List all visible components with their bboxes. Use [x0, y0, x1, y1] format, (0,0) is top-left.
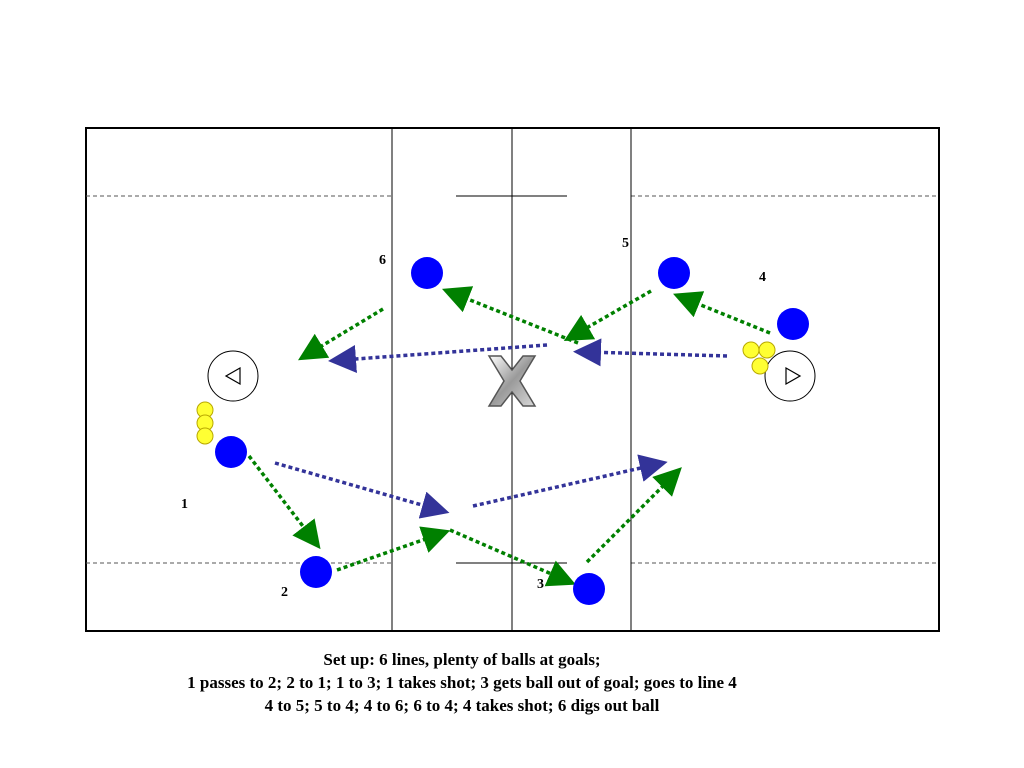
pass-arrow [298, 307, 384, 361]
shot-arrow [573, 338, 728, 367]
caption-line-2: 1 passes to 2; 2 to 1; 1 to 3; 1 takes s… [187, 673, 737, 692]
ball-cluster-right [742, 341, 776, 375]
player-1 [215, 436, 247, 468]
pass-arrow [441, 286, 579, 345]
shot-arrow [472, 454, 668, 508]
pass-arrow [563, 289, 652, 341]
ball [758, 341, 776, 359]
player-label-2: 2 [281, 585, 288, 600]
caption-line-1: Set up: 6 lines, plenty of balls at goal… [323, 650, 601, 669]
pass-arrow [449, 528, 576, 587]
ball [751, 357, 769, 375]
faceoff-x-icon [487, 355, 537, 407]
player-label-6: 6 [379, 253, 386, 268]
caption-line-3: 4 to 5; 5 to 4; 4 to 6; 6 to 4; 4 takes … [264, 696, 660, 715]
player-2 [300, 556, 332, 588]
pass-arrow [585, 467, 682, 564]
ball-cluster-left [196, 401, 214, 445]
player-label-1: 1 [181, 497, 188, 512]
ball [742, 341, 760, 359]
shot-arrow [274, 461, 450, 519]
ball [196, 427, 214, 445]
player-label-3: 3 [537, 577, 544, 592]
goal-right-icon [764, 350, 816, 402]
player-3 [573, 573, 605, 605]
pass-arrow [673, 291, 771, 335]
player-4 [777, 308, 809, 340]
player-label-4: 4 [759, 270, 766, 285]
goal-left-icon [207, 350, 259, 402]
player-label-5: 5 [622, 236, 629, 251]
player-5 [658, 257, 690, 289]
pass-arrow [336, 526, 451, 572]
shot-arrow [328, 343, 548, 373]
player-6 [411, 257, 443, 289]
pass-arrow [247, 454, 321, 550]
